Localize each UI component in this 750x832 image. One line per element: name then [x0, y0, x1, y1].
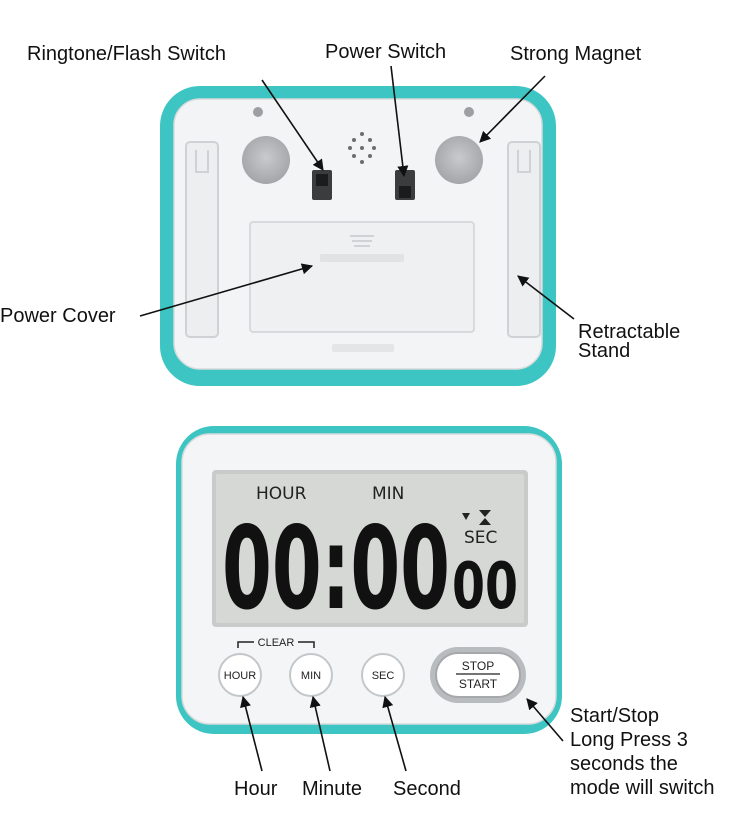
hour-button-label: HOUR: [224, 670, 256, 682]
label-retractable-stand: Retractable Stand: [578, 323, 680, 361]
label-start-stop-line4: mode will switch: [570, 776, 714, 800]
lcd-main-digits: 00:00: [222, 502, 450, 635]
retractable-stand-right: [508, 142, 540, 337]
back-embossed-text: [332, 344, 394, 352]
min-button-label: MIN: [301, 670, 321, 682]
hour-button[interactable]: HOUR: [219, 654, 261, 696]
screw-hole: [253, 107, 263, 117]
clear-label: CLEAR: [258, 637, 295, 649]
label-hour: Hour: [234, 779, 277, 799]
label-start-stop-line2: Long Press 3: [570, 728, 714, 752]
stop-label: STOP: [462, 659, 494, 673]
label-start-stop-line3: seconds the: [570, 752, 714, 776]
screw-hole: [464, 107, 474, 117]
label-ringtone-flash-switch: Ringtone/Flash Switch: [27, 44, 226, 64]
label-start-stop: Start/Stop Long Press 3 seconds the mode…: [570, 704, 714, 800]
stop-start-button[interactable]: STOP START: [430, 647, 526, 703]
label-retractable-stand-line2: Stand: [578, 342, 680, 361]
sec-button-label: SEC: [372, 670, 395, 682]
label-second: Second: [393, 779, 461, 799]
timer-back-view: [160, 86, 556, 386]
label-power-switch: Power Switch: [325, 42, 446, 62]
lcd-seconds-digits: 00: [452, 550, 518, 624]
retractable-stand-left: [186, 142, 218, 337]
min-button[interactable]: MIN: [290, 654, 332, 696]
lcd-min-label: MIN: [372, 484, 404, 504]
label-start-stop-line1: Start/Stop: [570, 704, 714, 728]
cover-embossed-text: [320, 254, 404, 262]
label-strong-magnet: Strong Magnet: [510, 44, 641, 64]
timer-front-view: HOUR MIN SEC 00:00 00 CLEAR HOUR MIN SE: [176, 426, 562, 734]
start-label: START: [459, 677, 498, 691]
lcd-hour-label: HOUR: [256, 484, 307, 504]
magnet-left: [242, 136, 290, 184]
power-cover: [250, 222, 474, 332]
lcd-sec-label: SEC: [464, 528, 497, 548]
label-minute: Minute: [302, 779, 362, 799]
sec-button[interactable]: SEC: [362, 654, 404, 696]
label-power-cover: Power Cover: [0, 306, 116, 326]
strong-magnet: [435, 136, 483, 184]
